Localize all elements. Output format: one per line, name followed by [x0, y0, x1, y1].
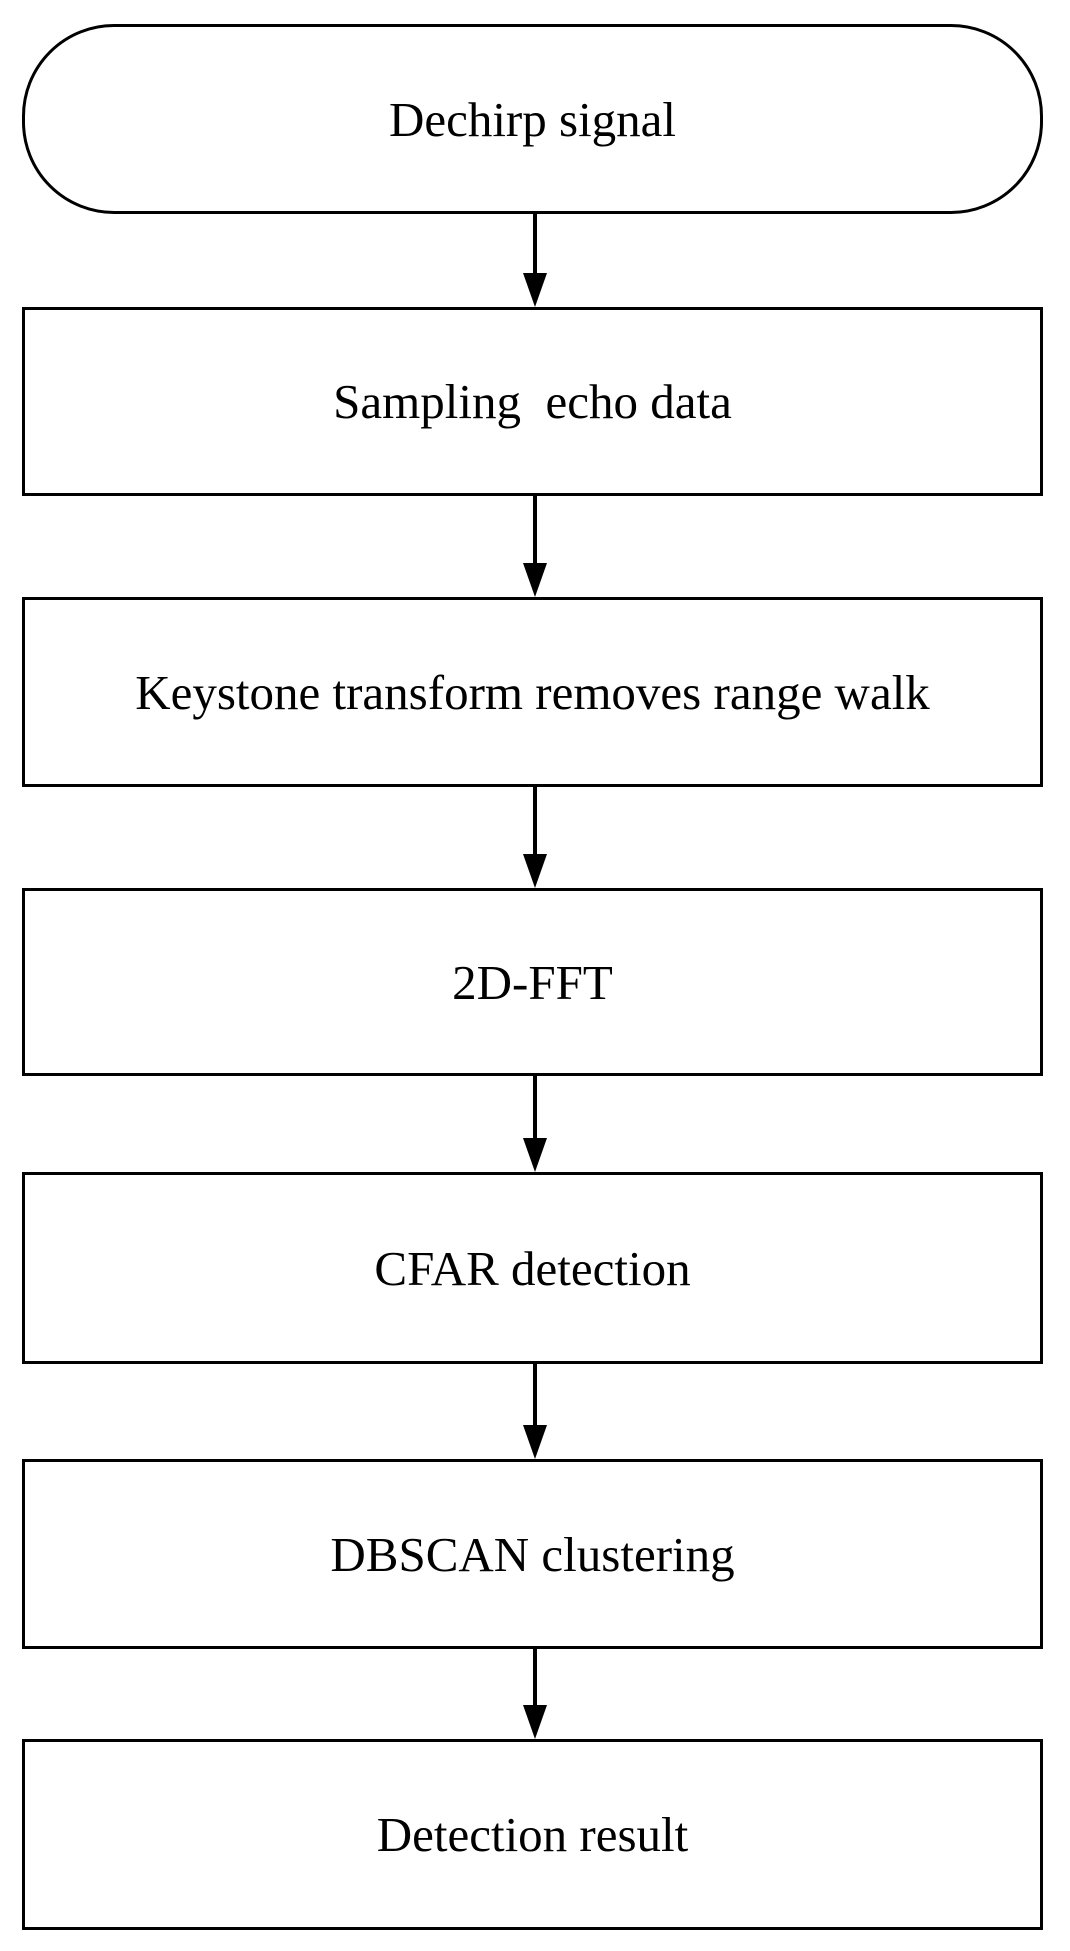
- step-cfar-detection: CFAR detection: [22, 1172, 1043, 1364]
- arrow-keystone-to-2dfft: [523, 787, 547, 888]
- step-keystone-transform: Keystone transform removes range walk: [22, 597, 1043, 787]
- step-sampling-echo-data-label: Sampling echo data: [333, 374, 732, 429]
- step-dechirp-signal-label: Dechirp signal: [388, 91, 677, 147]
- step-dbscan-clustering: DBSCAN clustering: [22, 1459, 1043, 1649]
- arrow-2dfft-to-cfar: [523, 1076, 547, 1172]
- step-2d-fft-label: 2D-FFT: [452, 954, 613, 1010]
- step-dbscan-clustering-label: DBSCAN clustering: [330, 1526, 735, 1582]
- step-detection-result: Detection result: [22, 1739, 1043, 1930]
- step-cfar-detection-label: CFAR detection: [374, 1240, 691, 1296]
- step-2d-fft: 2D-FFT: [22, 888, 1043, 1076]
- arrow-dechirp-to-sampling: [523, 214, 547, 307]
- arrow-sampling-to-keystone: [523, 496, 547, 597]
- step-detection-result-label: Detection result: [376, 1807, 689, 1862]
- arrow-dbscan-to-result: [523, 1649, 547, 1739]
- step-dechirp-signal: Dechirp signal: [22, 24, 1043, 214]
- arrow-cfar-to-dbscan: [523, 1364, 547, 1459]
- step-sampling-echo-data: Sampling echo data: [22, 307, 1043, 496]
- step-keystone-transform-label: Keystone transform removes range walk: [135, 664, 930, 720]
